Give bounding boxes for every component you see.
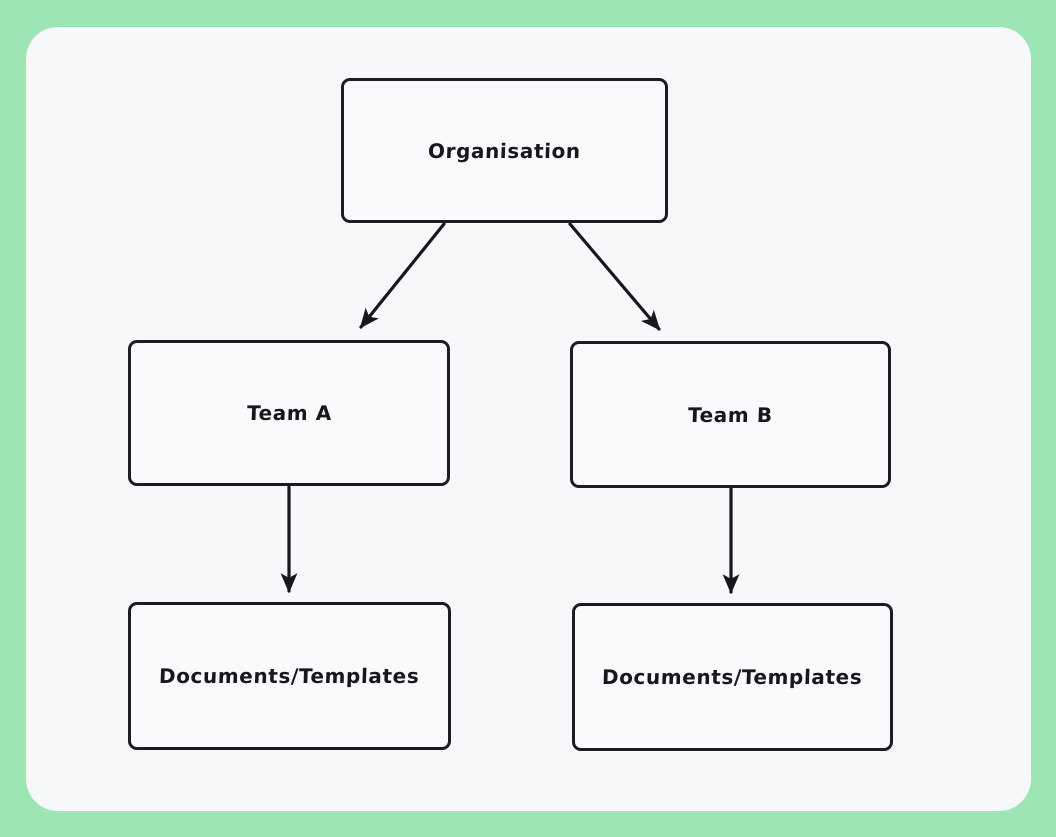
node-documents-templates-team-b-label: Documents/Templates [601, 665, 864, 689]
node-team-a-label: Team A [246, 401, 332, 425]
node-documents-templates-team-a-label: Documents/Templates [158, 664, 421, 688]
node-team-a[interactable]: Team A [128, 340, 450, 486]
node-team-b-label: Team B [687, 402, 774, 427]
node-organisation-label: Organisation [427, 138, 582, 163]
node-documents-templates-team-a[interactable]: Documents/Templates [128, 602, 451, 750]
node-organisation[interactable]: Organisation [341, 78, 668, 223]
node-team-b[interactable]: Team B [570, 341, 891, 488]
node-documents-templates-team-b[interactable]: Documents/Templates [572, 603, 893, 751]
